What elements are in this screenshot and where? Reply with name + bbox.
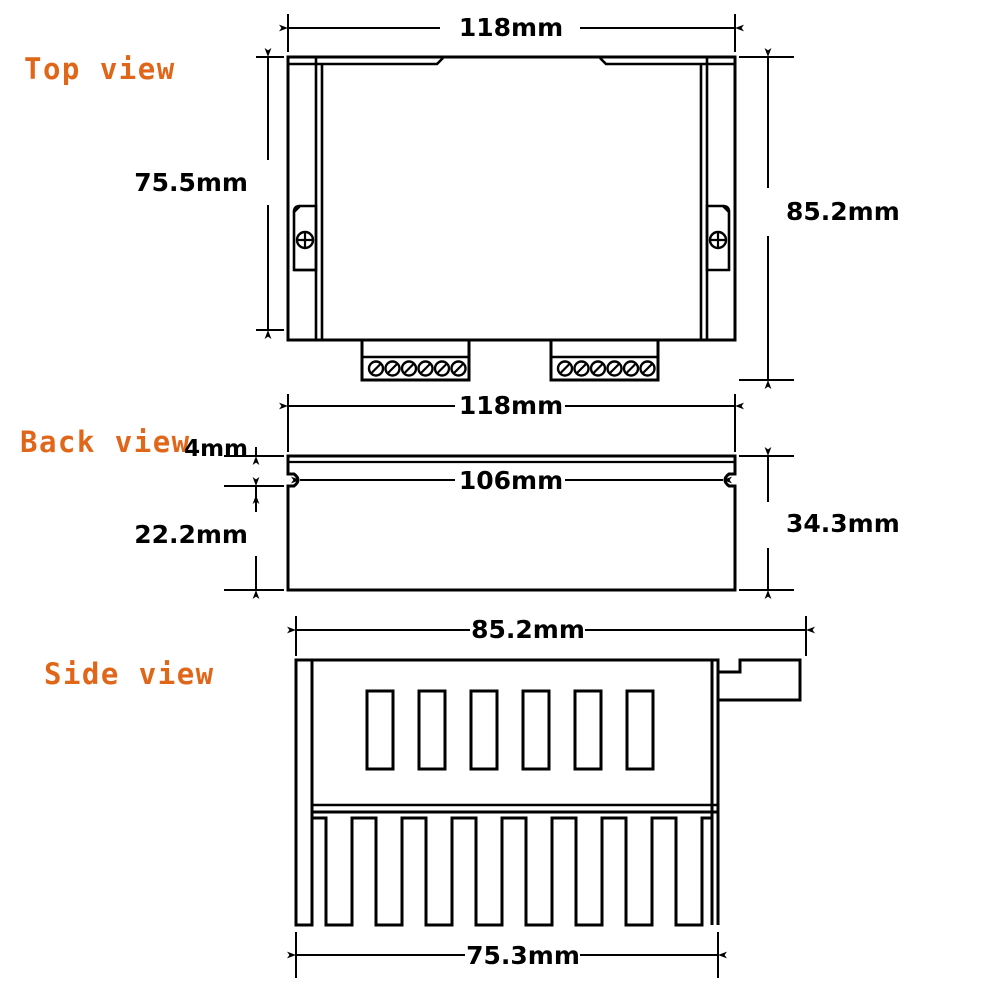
terminal-screw-slot <box>592 362 604 375</box>
dim-top-height-left: 75.5mm <box>134 168 248 197</box>
back-view-dimensions <box>224 394 794 599</box>
terminal-screw-slot <box>370 362 382 375</box>
terminal-screw <box>622 360 640 377</box>
dim-back-width-outer: 118mm <box>459 391 563 420</box>
dim-top-height-right: 85.2mm <box>786 197 900 226</box>
terminal-screw <box>384 360 401 377</box>
side-view-geometry <box>294 658 802 927</box>
dim-back-body-height: 22.2mm <box>134 520 248 549</box>
terminal-screw-slot <box>559 362 571 375</box>
terminal-screw <box>639 360 656 377</box>
terminal-screw-slot <box>452 362 465 375</box>
dim-back-width-inner: 106mm <box>459 466 563 495</box>
side-view-label: Side view <box>44 657 215 691</box>
back-view-label: Back view <box>20 425 191 459</box>
vent-slots <box>365 689 655 771</box>
terminal-screw-slot <box>608 362 621 375</box>
vent-slot <box>573 689 603 771</box>
vent-slot <box>417 689 447 771</box>
terminal-screw <box>556 360 574 377</box>
terminal-screw-slot <box>386 362 399 375</box>
dim-side-width-bottom: 75.3mm <box>466 941 580 970</box>
heatsink-fins <box>310 816 714 927</box>
vent-slot <box>469 689 499 771</box>
terminal-screw-slot <box>436 362 448 375</box>
dim-side-width-top: 85.2mm <box>471 615 585 644</box>
top-view-dimensions <box>256 14 794 389</box>
side-view-dimensions <box>287 616 815 978</box>
dim-top-width: 118mm <box>459 13 563 42</box>
terminal-screw <box>450 360 467 377</box>
heatsink-fin-profile <box>310 816 714 927</box>
terminal-screws <box>367 360 656 377</box>
vent-slot <box>625 689 655 771</box>
terminal-screw <box>606 360 623 377</box>
terminal-screw-slot <box>625 362 637 375</box>
top-view-label: Top view <box>24 52 176 86</box>
terminal-screw <box>417 360 434 377</box>
terminal-screw-slot <box>419 362 432 375</box>
terminal-screw-slot <box>641 362 654 375</box>
terminal-screw-slot <box>575 362 588 375</box>
terminal-screw <box>589 360 607 377</box>
vent-slot <box>365 689 395 771</box>
dim-back-notch-depth: 4mm <box>184 436 248 462</box>
dim-back-total-height: 34.3mm <box>786 509 900 538</box>
terminal-screw <box>433 360 451 377</box>
terminal-screw <box>400 360 418 377</box>
terminal-screw-slot <box>403 362 415 375</box>
top-view-geometry <box>286 55 737 382</box>
vent-slot <box>521 689 551 771</box>
terminal-screw <box>573 360 590 377</box>
terminal-screw <box>367 360 385 377</box>
